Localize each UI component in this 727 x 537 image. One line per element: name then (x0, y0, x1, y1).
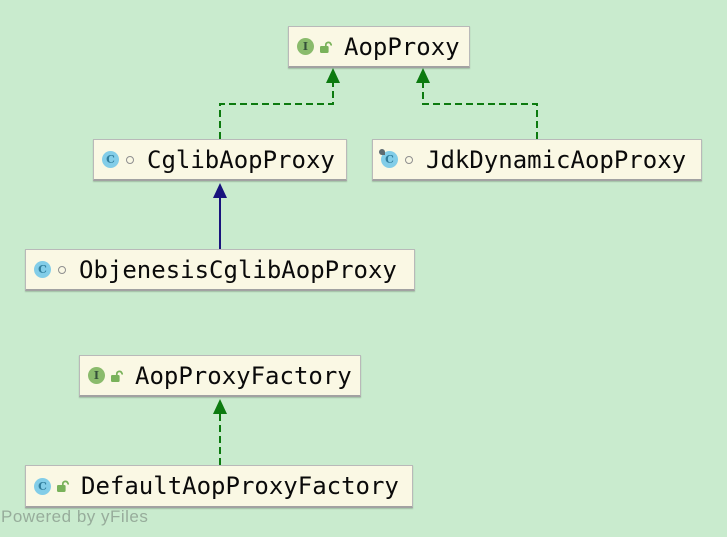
class-name-label: ObjenesisCglibAopProxy (79, 255, 397, 284)
interface-icon: I (297, 38, 314, 55)
edge-objenesis-cglib-aop-proxy-extends-cglib-aop-proxy[interactable] (213, 183, 227, 249)
class-name-label: DefaultAopProxyFactory (81, 472, 399, 500)
implements-edge-line (422, 83, 538, 139)
interface-icon: I (88, 367, 105, 384)
class-node-cglib-aop-proxy[interactable]: C CglibAopProxy (93, 139, 347, 181)
final-marker-icon (379, 149, 385, 155)
yfiles-watermark: Powered by yFiles (1, 507, 149, 526)
icon-letter: C (385, 153, 394, 166)
class-node-objenesis-cglib-aop-proxy[interactable]: C ObjenesisCglibAopProxy (25, 249, 415, 291)
icon-letter: C (38, 479, 47, 493)
public-lock-icon (57, 480, 70, 492)
package-private-icon (58, 265, 66, 274)
class-icon: C (34, 477, 51, 495)
icon-letter: C (106, 153, 115, 166)
class-icon: C (34, 261, 51, 278)
class-icon: C (379, 149, 398, 168)
class-name-label: AopProxy (344, 32, 460, 61)
implements-arrowhead-icon (416, 68, 430, 83)
edge-jdk-dynamic-aop-proxy-implements-aop-proxy[interactable] (416, 68, 538, 139)
icon-letter: C (38, 263, 47, 276)
class-node-aop-proxy-factory[interactable]: I AopProxyFactory (79, 355, 361, 397)
class-name-label: AopProxyFactory (135, 361, 352, 390)
class-icon: C (102, 151, 119, 168)
extends-arrowhead-icon (213, 183, 227, 198)
package-private-icon (405, 155, 413, 164)
implements-arrowhead-icon (213, 399, 227, 414)
public-lock-icon (320, 41, 333, 53)
implements-edge-line (219, 83, 334, 139)
class-name-label: CglibAopProxy (147, 145, 335, 174)
class-node-jdk-dynamic-aop-proxy[interactable]: C JdkDynamicAopProxy (372, 139, 702, 181)
edge-default-aop-proxy-factory-implements-aop-proxy-factory[interactable] (213, 399, 227, 465)
implements-arrowhead-icon (326, 68, 340, 83)
edge-cglib-aop-proxy-implements-aop-proxy[interactable] (219, 68, 340, 139)
icon-letter: I (93, 369, 100, 382)
class-node-aop-proxy[interactable]: I AopProxy (288, 26, 470, 68)
public-lock-icon (111, 370, 124, 382)
class-name-label: JdkDynamicAopProxy (426, 145, 687, 174)
class-node-default-aop-proxy-factory[interactable]: C DefaultAopProxyFactory (25, 465, 413, 508)
package-private-icon (126, 155, 134, 164)
icon-letter: I (302, 40, 309, 53)
